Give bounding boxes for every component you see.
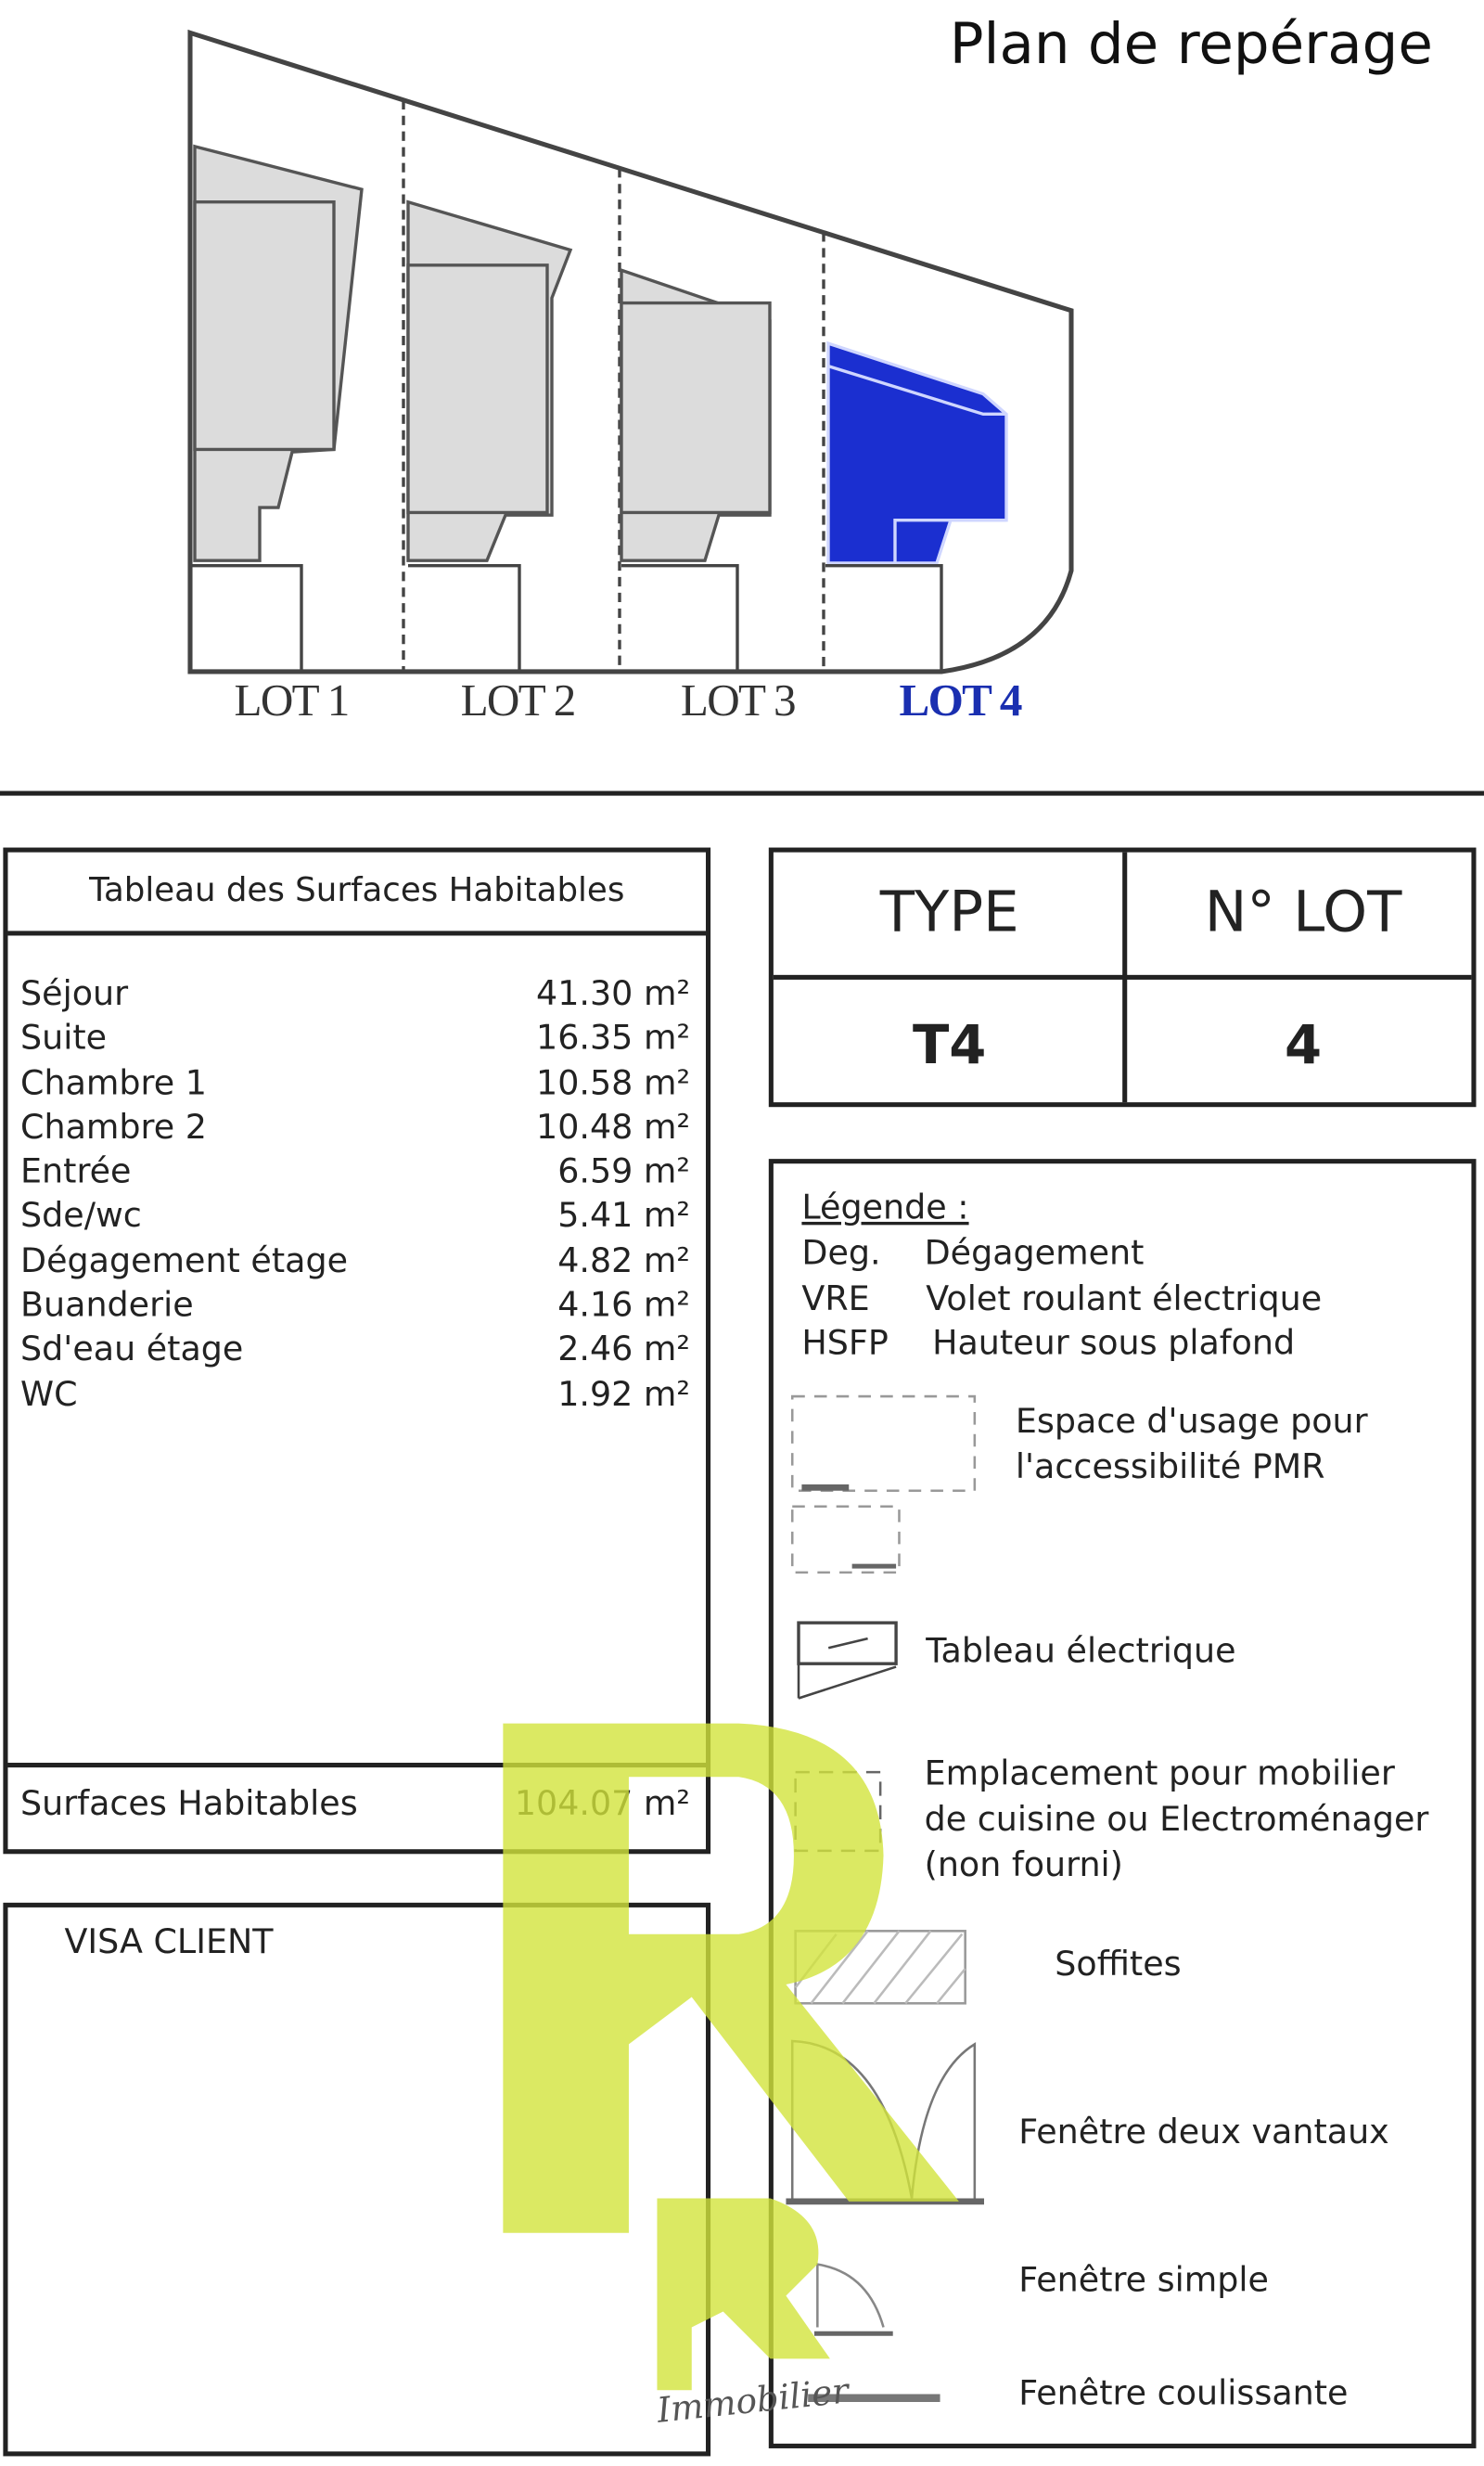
page-title: Plan de repérage xyxy=(949,12,1433,78)
legend-window-single: Fenêtre simple xyxy=(1018,2261,1269,2301)
legend-window-sliding: Fenêtre coulissante xyxy=(1018,2374,1349,2414)
legend-window-double: Fenêtre deux vantaux xyxy=(1018,2113,1389,2153)
room-area: 4.82 m² xyxy=(557,1241,691,1281)
room-name: Dégagement étage xyxy=(20,1241,348,1281)
total-value: 104.07 m² xyxy=(514,1784,691,1825)
surface-row: Sde/wc 5.41 m² xyxy=(20,1196,690,1240)
double-window-icon xyxy=(790,2039,977,2199)
legend-pmr: l'accessibilité PMR xyxy=(1015,1448,1325,1488)
lot-number-value: 4 xyxy=(1284,1014,1323,1078)
surface-row: Entrée 6.59 m² xyxy=(20,1151,690,1196)
surfaces-table: Tableau des Surfaces Habitables Séjour 41… xyxy=(3,847,711,1855)
surface-row: Suite 16.35 m² xyxy=(20,1018,690,1062)
visa-client-box: VISA CLIENT xyxy=(3,1902,711,2457)
surface-row: Buanderie 4.16 m² xyxy=(20,1285,690,1329)
room-name: Sde/wc xyxy=(20,1197,142,1238)
divider xyxy=(0,790,1484,796)
room-area: 16.35 m² xyxy=(536,1019,691,1060)
lot-4-label: LOT 4 xyxy=(899,675,1022,727)
room-area: 41.30 m² xyxy=(536,974,691,1015)
visa-client-label: VISA CLIENT xyxy=(64,1922,274,1963)
pmr-space-icon xyxy=(790,1394,977,1493)
surface-row: WC 1.92 m² xyxy=(20,1374,690,1419)
room-name: Buanderie xyxy=(20,1286,194,1326)
surface-row: Dégagement étage 4.82 m² xyxy=(20,1240,690,1285)
lot-2-label: LOT 2 xyxy=(460,675,577,727)
room-area: 4.16 m² xyxy=(557,1286,691,1326)
building-outline xyxy=(190,32,1071,672)
type-header: TYPE xyxy=(879,880,1019,945)
lot-number-header: N° LOT xyxy=(1204,880,1402,945)
surface-row: Chambre 1 10.58 m² xyxy=(20,1062,690,1107)
surfaces-table-title: Tableau des Surfaces Habitables xyxy=(7,853,707,936)
room-name: Chambre 1 xyxy=(20,1063,207,1104)
electrical-panel-icon xyxy=(797,1621,898,1665)
type-lot-box: TYPE N° LOT T4 4 xyxy=(768,847,1477,1108)
legend-mobilier: de cuisine ou Electroménager xyxy=(924,1800,1429,1841)
legend-mobilier: Emplacement pour mobilier xyxy=(924,1754,1395,1794)
room-area: 1.92 m² xyxy=(557,1375,691,1415)
legend-pmr: Espace d'usage pour xyxy=(1015,1402,1368,1443)
surfaces-total-row: Surfaces Habitables 104.07 m² xyxy=(7,1762,707,1849)
room-name: Sd'eau étage xyxy=(20,1330,244,1370)
lot-1-label: LOT 1 xyxy=(234,675,351,727)
lot-3-label: LOT 3 xyxy=(680,675,797,727)
abbr: Deg. xyxy=(801,1234,881,1274)
legend-box: Légende : Deg. Dégagement VRE Volet roul… xyxy=(768,1159,1477,2448)
location-plan xyxy=(0,0,1484,788)
abbr-meaning: Volet roulant électrique xyxy=(926,1279,1323,1320)
total-label: Surfaces Habitables xyxy=(20,1784,358,1825)
room-area: 10.58 m² xyxy=(536,1063,691,1104)
kitchen-furniture-icon xyxy=(794,1770,882,1853)
legend-title: Légende : xyxy=(801,1188,969,1228)
single-window-icon xyxy=(816,2263,885,2328)
abbr-meaning: Hauteur sous plafond xyxy=(932,1324,1296,1364)
abbr: HSFP xyxy=(801,1324,889,1364)
room-name: Suite xyxy=(20,1019,108,1060)
room-area: 2.46 m² xyxy=(557,1330,691,1370)
abbr: VRE xyxy=(801,1279,870,1320)
room-name: WC xyxy=(20,1375,78,1415)
room-area: 5.41 m² xyxy=(557,1197,691,1238)
surface-row: Chambre 2 10.48 m² xyxy=(20,1107,690,1151)
room-name: Entrée xyxy=(20,1152,132,1193)
legend-symbols xyxy=(786,1394,985,2402)
room-area: 6.59 m² xyxy=(557,1152,691,1193)
room-name: Chambre 2 xyxy=(20,1108,207,1149)
legend-soffites: Soffites xyxy=(1055,1945,1182,1984)
room-area: 10.48 m² xyxy=(536,1108,691,1149)
room-name: Séjour xyxy=(20,974,129,1015)
surface-row: Séjour 41.30 m² xyxy=(20,973,690,1018)
legend-tableau: Tableau électrique xyxy=(926,1632,1236,1672)
lot-4-shape xyxy=(828,343,1006,563)
surface-row: Sd'eau étage 2.46 m² xyxy=(20,1329,690,1374)
legend-mobilier: (non fourni) xyxy=(924,1845,1123,1886)
type-value: T4 xyxy=(912,1014,987,1078)
abbr-meaning: Dégagement xyxy=(924,1234,1145,1274)
